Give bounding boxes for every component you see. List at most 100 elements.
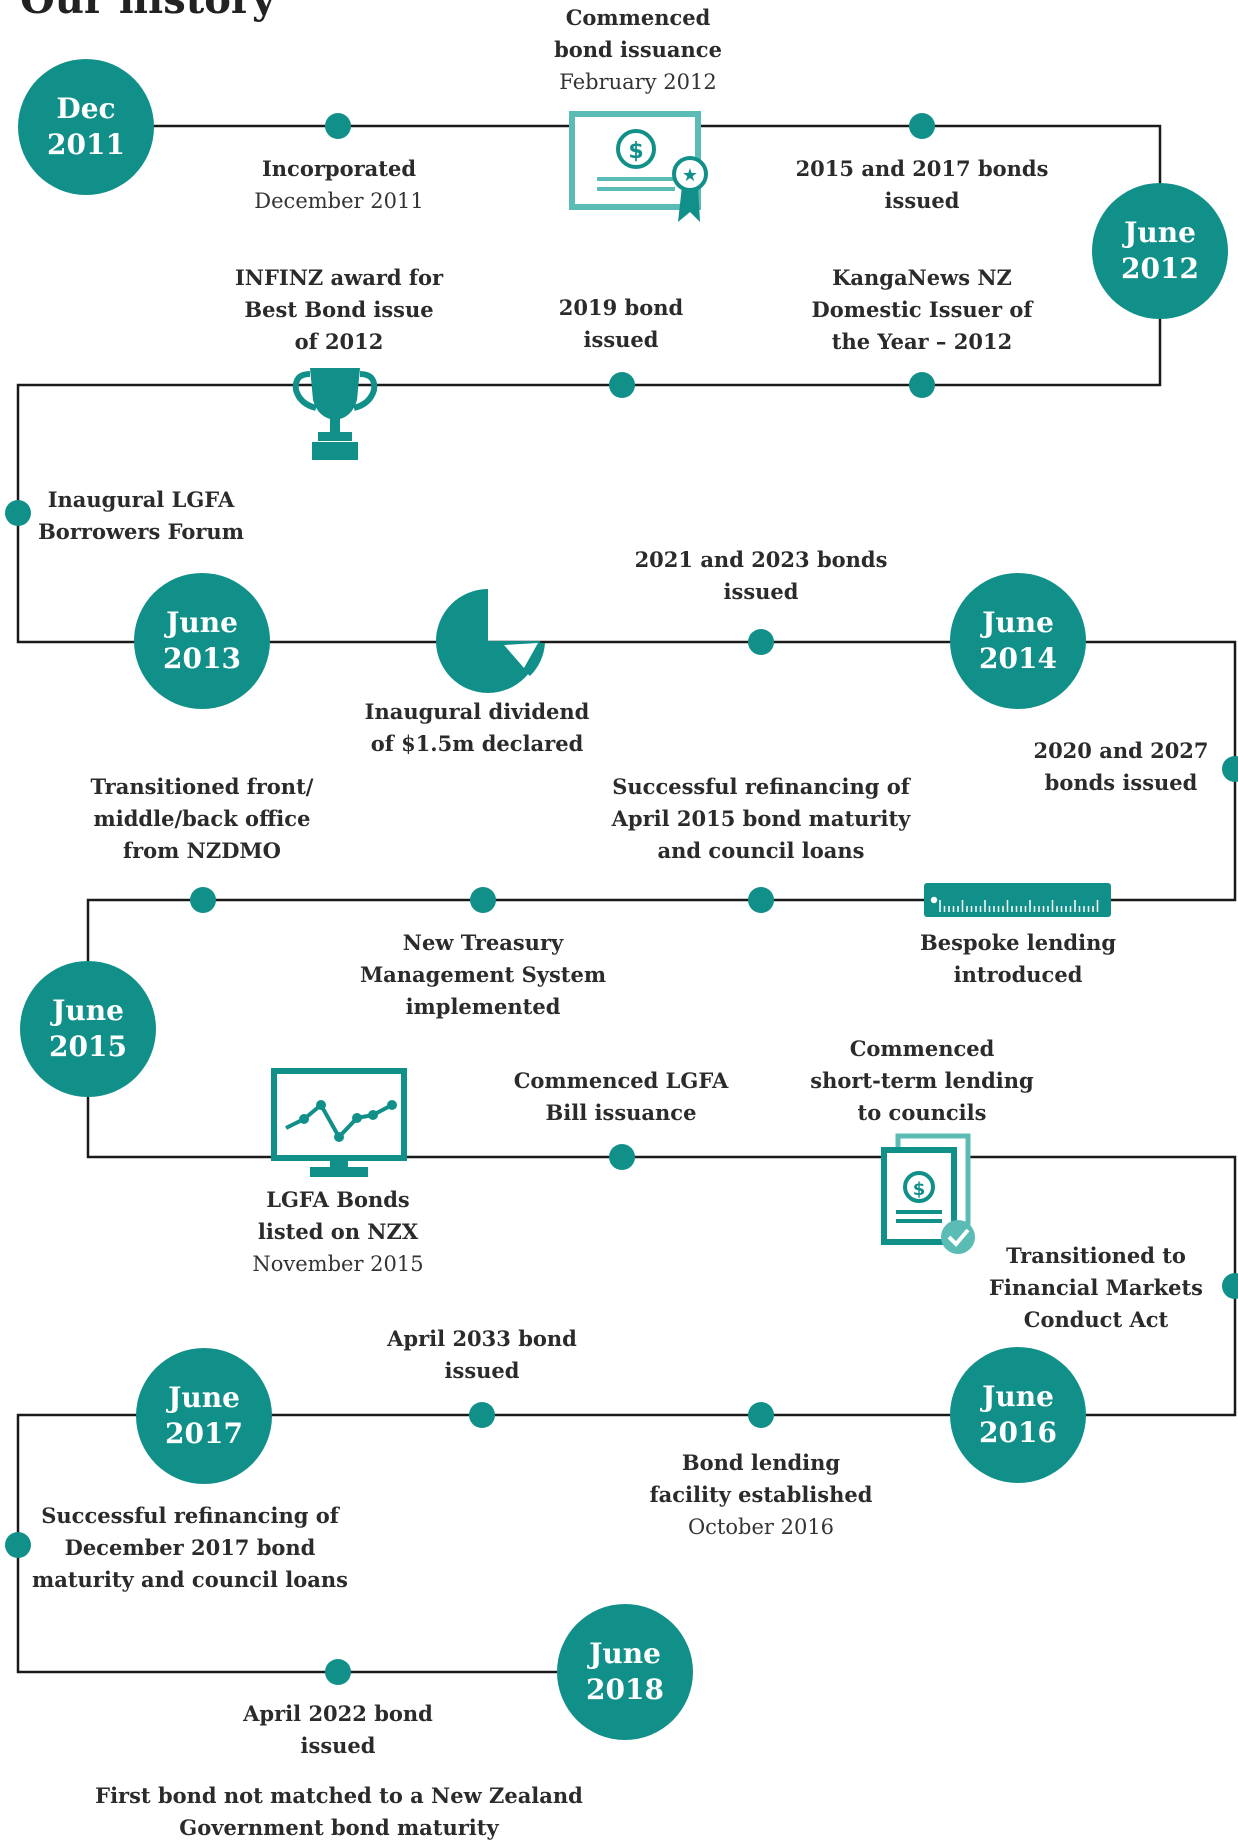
year-number: 2013 — [163, 642, 241, 675]
event-dot — [470, 887, 496, 913]
event-title-line: issued — [583, 327, 659, 352]
event-title-line: implemented — [405, 994, 561, 1019]
event-title-line: 2019 bond — [558, 295, 684, 320]
event-title-line: April 2022 bond — [243, 1701, 433, 1726]
event-dot — [1222, 756, 1238, 782]
year-number: 2018 — [586, 1673, 664, 1706]
event-label: Successful refinancing of December 2017 b… — [0, 1500, 490, 1596]
event-title-line: Successful refinancing of — [41, 1503, 339, 1528]
event-title-line: maturity and council loans — [32, 1567, 348, 1592]
event-title-line: issued — [884, 188, 960, 213]
event-title-line: April 2015 bond maturity — [611, 806, 911, 831]
event-title-line: Inaugural LGFA — [47, 487, 235, 512]
year-month: June — [982, 606, 1054, 639]
event-title-line: of 2012 — [294, 329, 384, 354]
event-label: 2015 and 2017 bonds issued — [622, 153, 1222, 217]
year-number: 2017 — [165, 1417, 243, 1450]
event-title-line: Transitioned to — [1006, 1243, 1186, 1268]
event-dot — [609, 1144, 635, 1170]
event-title-line: the Year – 2012 — [831, 329, 1013, 354]
event-title-line: introduced — [953, 962, 1083, 987]
year-marker-2013 — [134, 573, 270, 709]
monitor-chart-icon — [271, 1068, 407, 1177]
year-marker-2017 — [136, 1348, 272, 1484]
year-circles — [18, 59, 1228, 1740]
event-title-line: to councils — [857, 1100, 987, 1125]
year-marker-2015 — [20, 961, 156, 1097]
event-dot — [1222, 1273, 1238, 1299]
year-month: June — [982, 1380, 1054, 1413]
event-title-line: from NZDMO — [123, 838, 281, 863]
event-title-line: Financial Markets — [988, 1275, 1204, 1300]
year-number: 2016 — [979, 1416, 1057, 1449]
event-date: November 2015 — [252, 1252, 424, 1276]
event-title-line: December 2017 bond — [64, 1535, 316, 1560]
event-date: February 2012 — [559, 70, 717, 94]
year-number: 2011 — [47, 128, 125, 161]
event-title-line: Conduct Act — [1023, 1307, 1169, 1332]
event-title-line: of $1.5m declared — [370, 731, 584, 756]
year-month: June — [166, 606, 238, 639]
trophy-icon — [292, 368, 378, 460]
event-label: Transitioned front/middle/back office fro… — [0, 771, 502, 867]
event-title-line: Commenced — [849, 1036, 995, 1061]
event-title-line: Bespoke lending — [919, 930, 1117, 955]
year-month: June — [589, 1637, 661, 1670]
pie-chart-icon — [436, 589, 545, 693]
event-title-line: 2015 and 2017 bonds — [795, 156, 1049, 181]
event-title-line: middle/back office — [93, 806, 311, 831]
event-title-line: bond issuance — [554, 37, 722, 62]
event-dot — [5, 500, 31, 526]
event-title-line: Transitioned front/ — [90, 774, 314, 799]
year-marker-2016 — [950, 1347, 1086, 1483]
event-title-line: Bond lending — [681, 1450, 841, 1475]
event-label: April 2022 bond issued — [38, 1698, 638, 1762]
event-label: Inaugural LGFA Borrowers Forum — [0, 484, 441, 548]
event-title-line: INFINZ award for — [234, 265, 444, 290]
year-number: 2015 — [49, 1030, 127, 1063]
event-title-line: Management System — [359, 962, 607, 987]
year-month: June — [52, 994, 124, 1027]
year-marker-2011 — [18, 59, 154, 195]
svg-text:★: ★ — [682, 165, 698, 186]
event-title-line: Government bond maturity — [179, 1815, 499, 1840]
event-dot — [748, 629, 774, 655]
event-dot — [609, 372, 635, 398]
event-dot — [469, 1402, 495, 1428]
event-title-line: Best Bond issue — [244, 297, 434, 322]
event-label: 2019 bond issued — [321, 292, 921, 356]
event-title-line: issued — [723, 579, 799, 604]
event-title-line: Commenced — [565, 5, 711, 30]
event-title-line: facility established — [649, 1482, 873, 1507]
year-month: Dec — [56, 92, 116, 125]
year-marker-2012 — [1092, 183, 1228, 319]
event-dots — [5, 113, 1238, 1685]
event-date: October 2016 — [687, 1515, 835, 1539]
event-title-line: Incorporated — [261, 156, 417, 181]
event-dot — [909, 372, 935, 398]
event-title-line: short-term lending — [810, 1068, 1034, 1093]
event-dot — [5, 1532, 31, 1558]
event-label: Bespoke lending introduced — [718, 927, 1238, 991]
event-title-line: issued — [300, 1733, 376, 1758]
year-number: 2012 — [1121, 252, 1199, 285]
year-month: June — [1124, 216, 1196, 249]
loan-document-icon: $ — [881, 1133, 975, 1254]
ruler-icon — [924, 883, 1111, 917]
event-dot — [325, 1659, 351, 1685]
event-title-line: Borrowers Forum — [38, 519, 244, 544]
